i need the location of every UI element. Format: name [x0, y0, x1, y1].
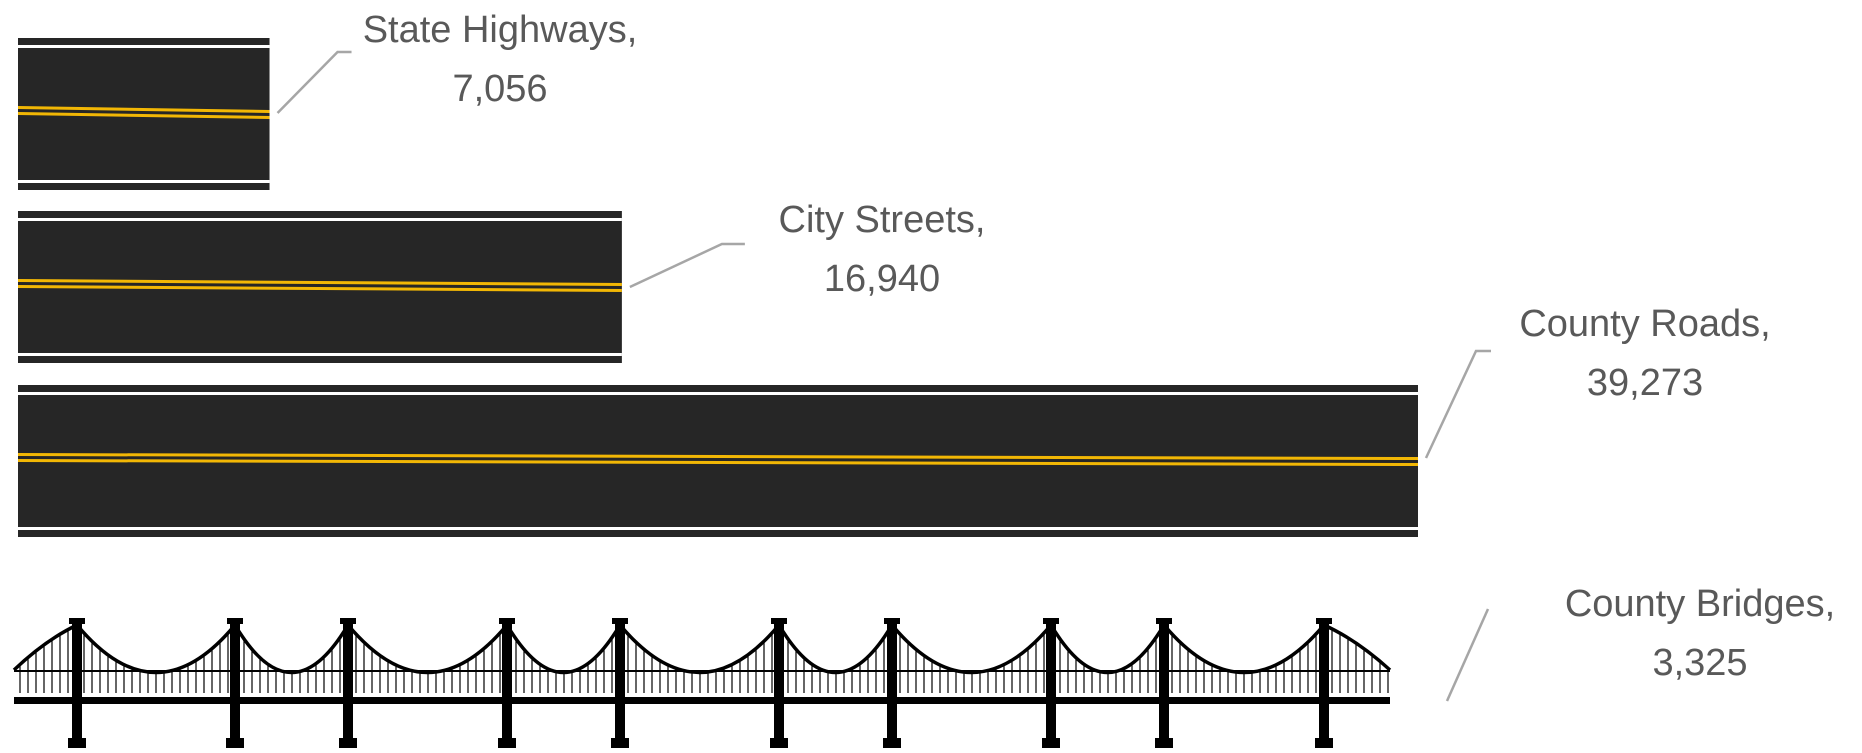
tower-upper — [887, 621, 897, 697]
bridge-tower-5 — [611, 618, 629, 748]
bridge-deck — [14, 697, 1390, 704]
label-name: County Roads, — [1519, 303, 1770, 345]
tower-pier — [615, 704, 625, 742]
bridge-cables — [12, 623, 1392, 675]
tower-upper — [502, 621, 512, 697]
bridge-tower-4 — [498, 618, 516, 748]
tower-cap — [227, 618, 243, 624]
tower-cap — [771, 618, 787, 624]
label-name: City Streets, — [779, 199, 986, 241]
tower-pier — [343, 704, 353, 742]
road-bars — [18, 38, 1418, 537]
tower-cap — [499, 618, 515, 624]
road-bar-city-streets — [18, 211, 622, 363]
tower-upper — [230, 621, 240, 697]
center-line-upper — [18, 279, 622, 286]
road-bar-state-highways — [18, 38, 270, 190]
tower-cap — [1316, 618, 1332, 624]
tower-pier — [1046, 704, 1056, 742]
tower-footing — [68, 738, 86, 748]
bridge-tower-7 — [883, 618, 901, 748]
tower-upper — [774, 621, 784, 697]
edge-line-bottom — [18, 527, 1418, 530]
tower-footing — [226, 738, 244, 748]
tower-footing — [611, 738, 629, 748]
tower-cap — [1156, 618, 1172, 624]
bridge-tower-1 — [68, 618, 86, 748]
tower-upper — [1159, 621, 1169, 697]
tower-cap — [340, 618, 356, 624]
label-value: 16,940 — [824, 258, 940, 300]
road-bar-county-roads — [18, 385, 1418, 537]
data-label-county-roads: County Roads, 39,273 — [1519, 303, 1770, 404]
tower-footing — [339, 738, 357, 748]
tower-pier — [1319, 704, 1329, 742]
tower-footing — [1042, 738, 1060, 748]
center-line-lower — [18, 285, 622, 292]
tower-footing — [883, 738, 901, 748]
label-name: State Highways, — [363, 9, 638, 51]
bridge-tower-10 — [1315, 618, 1333, 748]
center-line-upper — [18, 453, 1418, 460]
data-label-city-streets: City Streets, 16,940 — [779, 199, 986, 300]
tower-footing — [1155, 738, 1173, 748]
tower-pier — [887, 704, 897, 742]
center-line-lower — [18, 459, 1418, 466]
tower-upper — [1046, 621, 1056, 697]
tower-pier — [72, 704, 82, 742]
bridge-tower-6 — [770, 618, 788, 748]
bridge-tower-8 — [1042, 618, 1060, 748]
tower-pier — [774, 704, 784, 742]
bridge-tower-9 — [1155, 618, 1173, 748]
edge-line-top — [18, 45, 270, 48]
bridge-tower-2 — [226, 618, 244, 748]
label-value: 39,273 — [1587, 362, 1703, 404]
center-line-lower — [18, 112, 270, 119]
data-label-county-bridges: County Bridges, 3,325 — [1565, 583, 1835, 684]
tower-pier — [1159, 704, 1169, 742]
tower-upper — [72, 621, 82, 697]
bridge-graphic — [12, 618, 1392, 748]
tower-cap — [69, 618, 85, 624]
leader-line-county-bridges — [1445, 608, 1490, 702]
tower-cap — [1043, 618, 1059, 624]
leader-line-county-roads — [1424, 349, 1491, 459]
label-name: County Bridges, — [1565, 583, 1835, 625]
center-line-upper — [18, 106, 270, 113]
tower-pier — [502, 704, 512, 742]
tower-upper — [343, 621, 353, 697]
label-value: 7,056 — [452, 68, 547, 110]
tower-upper — [1319, 621, 1329, 697]
leader-line-city-streets — [629, 242, 745, 289]
tower-footing — [498, 738, 516, 748]
label-value: 3,325 — [1652, 642, 1747, 684]
edge-line-top — [18, 392, 1418, 395]
tower-pier — [230, 704, 240, 742]
tower-footing — [1315, 738, 1333, 748]
tower-footing — [770, 738, 788, 748]
data-label-state-highways: State Highways, 7,056 — [363, 9, 638, 110]
bridge-tower-3 — [339, 618, 357, 748]
tower-upper — [615, 621, 625, 697]
tower-cap — [612, 618, 628, 624]
leader-line-state-highways — [276, 50, 352, 114]
edge-line-bottom — [18, 353, 622, 356]
edge-line-top — [18, 218, 622, 221]
edge-line-bottom — [18, 180, 270, 183]
tower-cap — [884, 618, 900, 624]
